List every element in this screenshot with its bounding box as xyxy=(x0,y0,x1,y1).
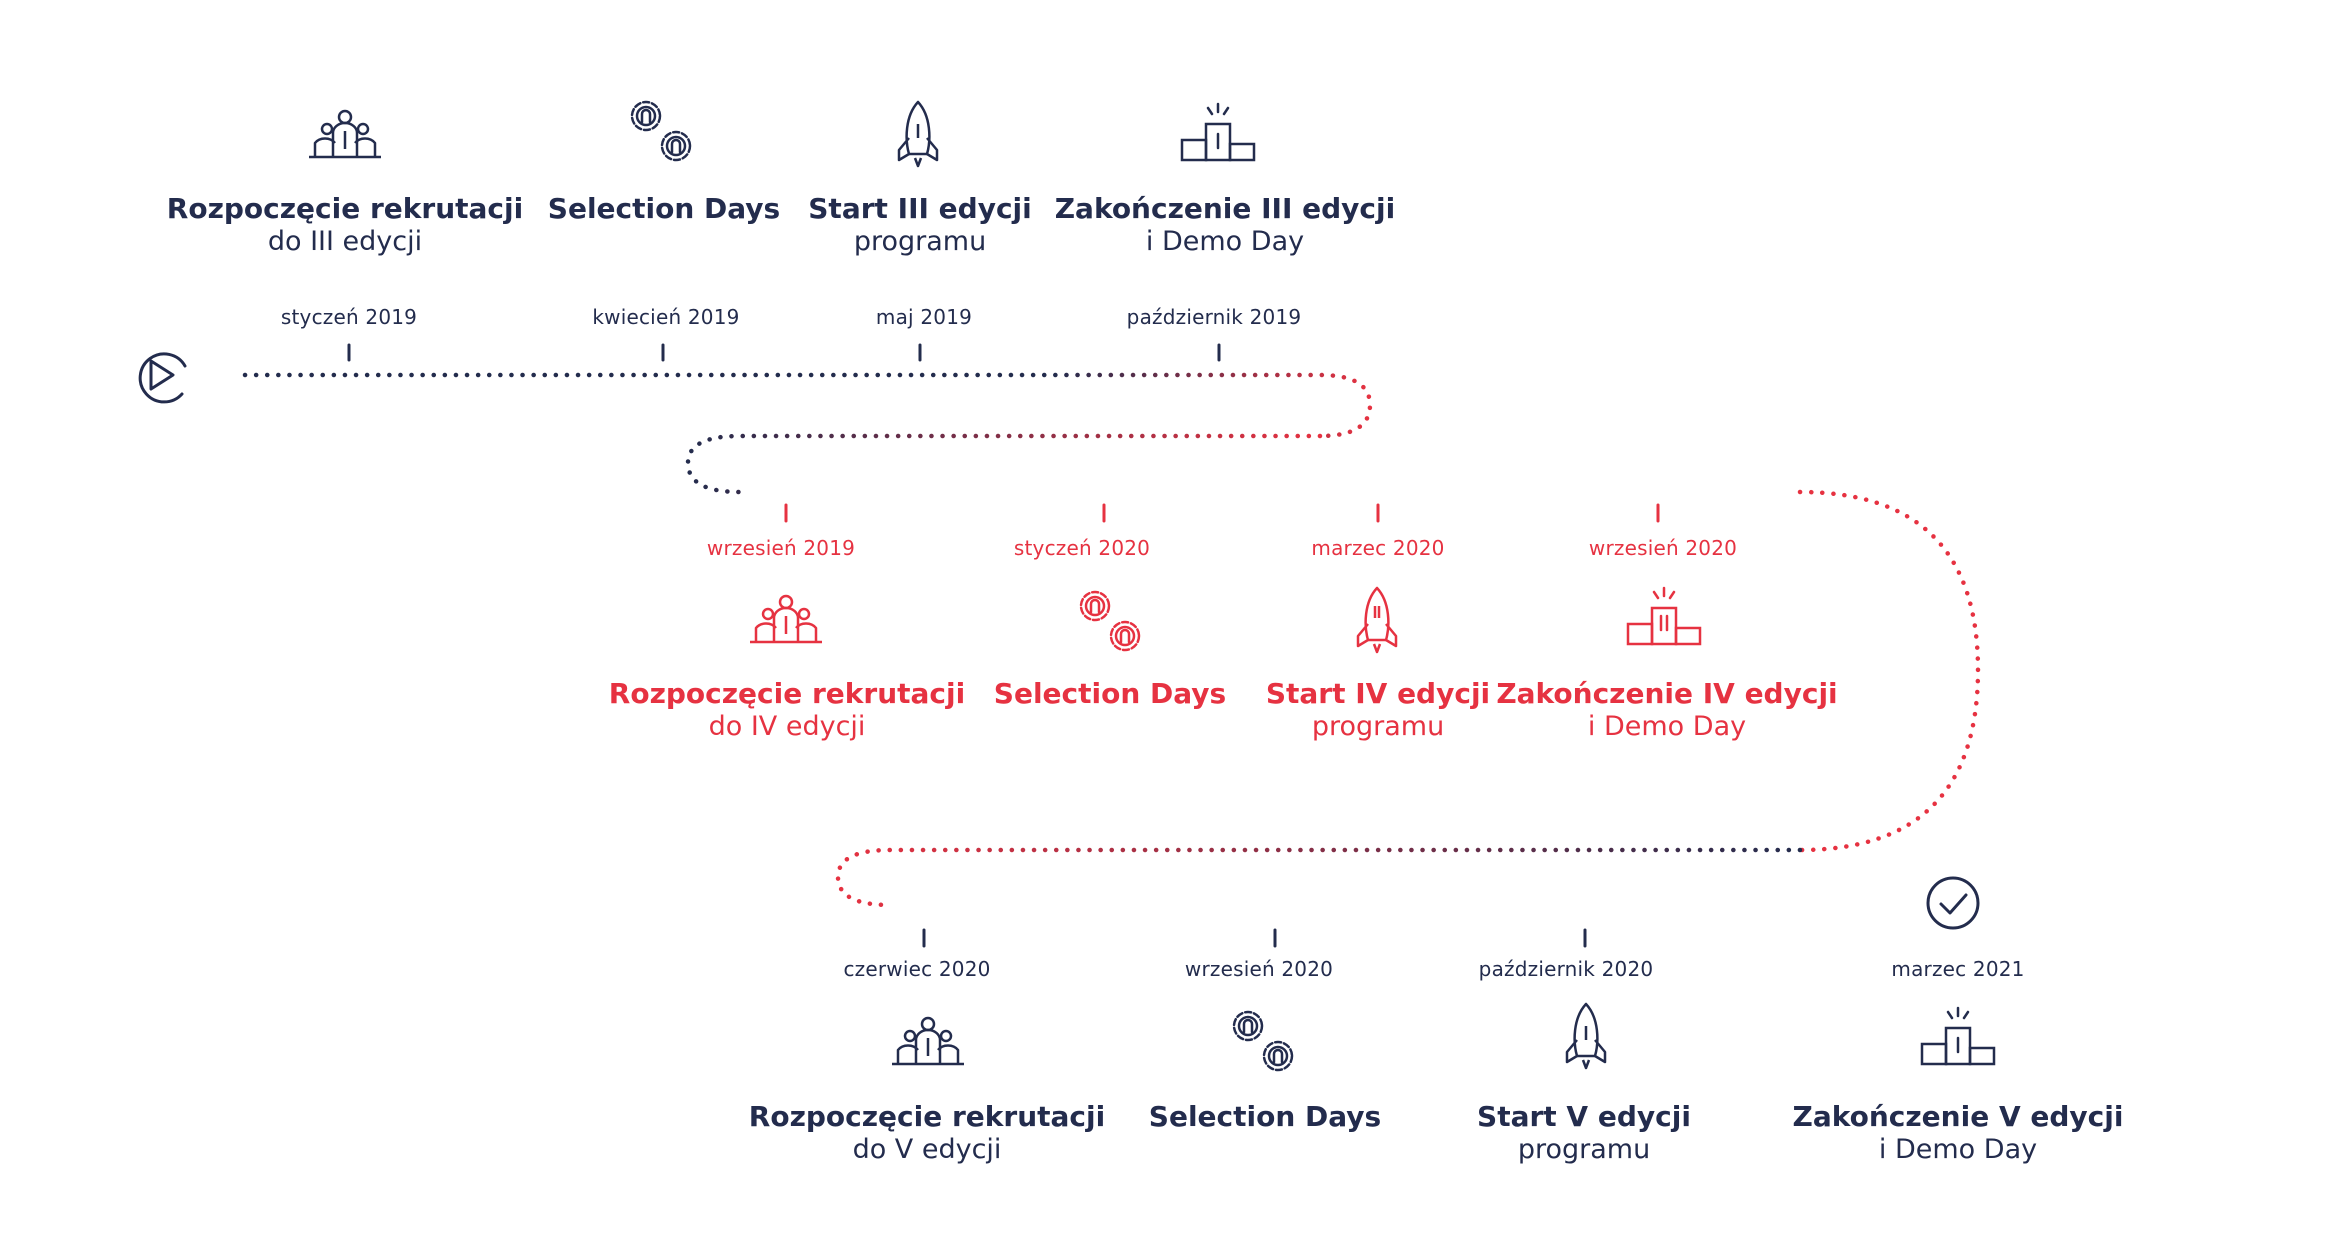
date-label: październik 2020 xyxy=(1478,957,1654,981)
milestone-title: Rozpoczęcie rekrutacji xyxy=(608,677,966,710)
milestone-subtitle: i Demo Day xyxy=(1145,226,1305,257)
check-circle-icon xyxy=(1926,876,1980,930)
gears-icon xyxy=(1232,1010,1294,1072)
date-label: wrzesień 2020 xyxy=(1588,536,1738,560)
date-label: styczeń 2020 xyxy=(1013,536,1151,560)
milestone-title: Zakończenie III edycji xyxy=(1054,192,1396,225)
team-icon xyxy=(892,1016,964,1066)
milestone-title: Selection Days xyxy=(993,677,1227,710)
milestone-row1-3: Start III edycji programu xyxy=(740,192,1100,258)
team-icon xyxy=(309,109,381,159)
milestone-row2-4: Zakończenie IV edycji i Demo Day xyxy=(1487,677,1847,743)
milestone-subtitle: programu xyxy=(1517,1134,1651,1165)
track-segment xyxy=(1797,489,1981,853)
podium-icon xyxy=(1920,1006,1996,1066)
milestone-row1-2: Selection Days xyxy=(484,192,844,226)
milestone-subtitle: do V edycji xyxy=(852,1134,1002,1165)
team-icon xyxy=(750,594,822,644)
milestone-subtitle: programu xyxy=(1311,711,1445,742)
date-label: marzec 2020 xyxy=(1311,536,1445,560)
date-label: kwiecień 2019 xyxy=(592,305,740,329)
milestone-title: Start III edycji xyxy=(808,192,1032,225)
milestone-row3-2: Selection Days xyxy=(1085,1100,1445,1134)
milestone-subtitle: programu xyxy=(853,226,987,257)
milestone-subtitle: i Demo Day xyxy=(1587,711,1747,742)
date-label: październik 2019 xyxy=(1126,305,1302,329)
milestone-row3-3: Start V edycji programu xyxy=(1404,1100,1764,1166)
milestone-subtitle: do III edycji xyxy=(267,226,423,257)
milestone-title: Rozpoczęcie rekrutacji xyxy=(748,1100,1106,1133)
milestone-row3-4: Zakończenie V edycji i Demo Day xyxy=(1778,1100,2138,1166)
track-segment xyxy=(835,847,1803,908)
date-label: wrzesień 2020 xyxy=(1184,957,1334,981)
rocket-icon xyxy=(897,100,939,168)
podium-icon xyxy=(1180,102,1256,162)
milestone-title: Zakończenie IV edycji xyxy=(1496,677,1838,710)
date-label: maj 2019 xyxy=(875,305,973,329)
play-icon xyxy=(138,352,187,404)
milestone-subtitle: do IV edycji xyxy=(708,711,866,742)
date-label: marzec 2021 xyxy=(1891,957,2025,981)
milestone-row1-4: Zakończenie III edycji i Demo Day xyxy=(1045,192,1405,258)
milestone-title: Start IV edycji xyxy=(1265,677,1491,710)
podium-icon xyxy=(1626,586,1702,646)
rocket-icon xyxy=(1356,586,1398,654)
gears-icon xyxy=(630,100,692,162)
date-label: wrzesień 2019 xyxy=(706,536,856,560)
date-label: styczeń 2019 xyxy=(280,305,418,329)
milestone-title: Selection Days xyxy=(1148,1100,1382,1133)
track-segment xyxy=(685,433,1323,495)
milestone-title: Selection Days xyxy=(547,192,781,225)
milestone-title: Rozpoczęcie rekrutacji xyxy=(166,192,524,225)
rocket-icon xyxy=(1565,1002,1607,1070)
track-segment xyxy=(242,372,1373,439)
milestone-row1-1: Rozpoczęcie rekrutacji do III edycji xyxy=(165,192,525,258)
gears-icon xyxy=(1079,590,1141,652)
milestone-row2-3: Start IV edycji programu xyxy=(1198,677,1558,743)
milestone-title: Zakończenie V edycji xyxy=(1792,1100,2124,1133)
milestone-row2-1: Rozpoczęcie rekrutacji do IV edycji xyxy=(607,677,967,743)
milestone-title: Start V edycji xyxy=(1477,1100,1691,1133)
milestone-subtitle: i Demo Day xyxy=(1878,1134,2038,1165)
milestone-row2-2: Selection Days xyxy=(930,677,1290,711)
milestone-row3-1: Rozpoczęcie rekrutacji do V edycji xyxy=(747,1100,1107,1166)
date-label: czerwiec 2020 xyxy=(843,957,991,981)
